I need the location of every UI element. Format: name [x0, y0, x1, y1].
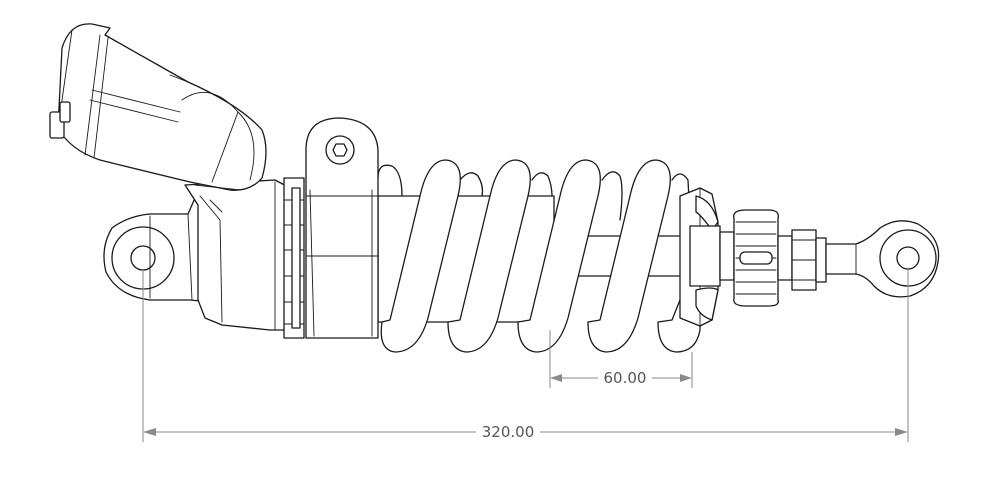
spring-pitch-value: 60.00 — [604, 369, 647, 387]
jam-nut — [791, 229, 827, 291]
spring-front-coils — [380, 159, 701, 353]
overall-length-dimension: 320.00 — [142, 270, 909, 442]
spring-pitch-dimension: 60.00 — [549, 330, 693, 388]
hex-socket-icon — [332, 143, 348, 157]
rebound-adjuster-knob — [719, 209, 793, 307]
preload-collar — [283, 177, 305, 339]
left-eyelet-mount — [103, 189, 211, 302]
top-mount — [305, 117, 379, 339]
overall-length-value: 320.00 — [482, 423, 535, 441]
spring-retainer — [679, 187, 721, 327]
top-mount-bolt-head — [325, 135, 355, 165]
reservoir-bracket — [184, 179, 301, 331]
spring-back-coils — [377, 164, 691, 221]
right-eyelet-bore — [896, 246, 920, 270]
piggyback-reservoir — [49, 23, 267, 191]
right-rod-end — [825, 220, 940, 298]
